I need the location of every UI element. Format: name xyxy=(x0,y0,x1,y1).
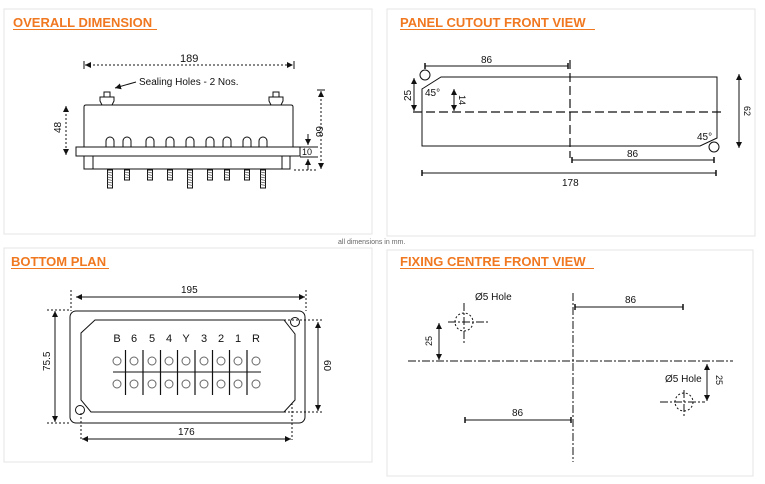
terminal-bump xyxy=(222,136,232,147)
panel-cutout xyxy=(386,8,756,237)
dim-total-width: 178 xyxy=(562,178,579,189)
terminal-bump xyxy=(145,136,155,147)
dim-height: 62 xyxy=(742,106,752,116)
terminal-bump xyxy=(205,136,215,147)
terminal-bumps xyxy=(105,136,268,147)
terminal-hole xyxy=(199,379,209,389)
terminal-screw xyxy=(124,169,130,181)
base-plate xyxy=(83,155,291,170)
dim-chamfer: 14 xyxy=(457,95,467,105)
section-title: BOTTOM PLAN xyxy=(11,254,106,269)
terminal-hole xyxy=(233,379,243,389)
terminal-hole xyxy=(216,356,226,366)
fixing-hole xyxy=(290,317,300,327)
terminal-bump xyxy=(165,136,175,147)
terminal-bump xyxy=(185,136,195,147)
sealing-arrow xyxy=(114,81,137,90)
terminal-screws xyxy=(107,169,266,189)
dim-height-total: 66 xyxy=(313,126,324,138)
terminal-label: 1 xyxy=(235,333,241,345)
dim-width: 195 xyxy=(181,285,198,296)
terminal-screw xyxy=(147,169,153,181)
terminal-hole xyxy=(233,356,243,366)
panel-cutout-view: PANEL CUTOUT FRONT VIEW 86 25 14 45° 45°… xyxy=(400,15,752,189)
terminal-label: 4 xyxy=(166,333,172,345)
outer-flange xyxy=(69,310,306,424)
panel-bottom-plan xyxy=(3,247,373,463)
terminal-screw xyxy=(187,169,193,189)
terminal-screw xyxy=(107,169,113,189)
relay-body xyxy=(83,104,294,147)
angle-left: 45° xyxy=(425,88,440,99)
dim-inner-width: 176 xyxy=(178,427,195,438)
hole-marker xyxy=(660,390,705,418)
terminal-screw xyxy=(260,169,266,189)
dim-height: 75.5 xyxy=(42,351,53,371)
terminal-hole xyxy=(216,379,226,389)
angle-right: 45° xyxy=(697,132,712,143)
fixing-centre-view: FIXING CENTRE FRONT VIEW Ø5 Hole Ø5 Hole… xyxy=(400,254,733,462)
terminal-label: R xyxy=(252,333,260,345)
section-title: FIXING CENTRE FRONT VIEW xyxy=(400,254,586,269)
terminal-bump xyxy=(258,136,268,147)
terminal-hole xyxy=(147,379,157,389)
dim-height-body: 48 xyxy=(53,121,64,133)
fixing-hole xyxy=(75,405,85,415)
dim-vert-right: 25 xyxy=(714,375,724,385)
terminal-label: B xyxy=(113,333,120,345)
fixing-hole-marker xyxy=(419,69,431,81)
terminal-hole xyxy=(251,379,261,389)
dim-inner-height: 60 xyxy=(321,360,332,372)
terminal-label: 6 xyxy=(131,333,137,345)
terminal-hole xyxy=(164,379,174,389)
cutout-outline xyxy=(421,76,718,147)
dim-top-offset: 86 xyxy=(481,55,493,66)
panel-fixing-centre xyxy=(386,249,754,477)
terminal-hole xyxy=(112,356,122,366)
dim-width: 189 xyxy=(180,53,198,65)
units-caption: all dimensions in mm. xyxy=(338,239,405,246)
fixing-hole-marker xyxy=(708,141,720,153)
terminal-hole xyxy=(129,379,139,389)
terminal-label: Y xyxy=(182,333,190,345)
hole-label: Ø5 Hole xyxy=(665,374,702,385)
terminal-label: 2 xyxy=(218,333,224,345)
terminal-screw xyxy=(244,169,250,181)
sealing-label: Sealing Holes - 2 Nos. xyxy=(139,77,239,88)
section-title: OVERALL DIMENSION xyxy=(13,15,152,30)
terminal-hole xyxy=(251,356,261,366)
dim-offset-bottom: 86 xyxy=(512,408,524,419)
dim-half-height: 25 xyxy=(403,89,414,101)
dim-offset-top: 86 xyxy=(625,295,637,306)
dim-flange: 10 xyxy=(302,147,312,157)
terminal-label: 5 xyxy=(149,333,155,345)
terminal-hole xyxy=(129,356,139,366)
terminal-screw xyxy=(207,169,213,181)
terminal-hole xyxy=(147,356,157,366)
overall-dimension-view: OVERALL DIMENSION 189 Sealing Holes - 2 … xyxy=(13,15,325,189)
dim-vert-left: 25 xyxy=(424,336,434,346)
terminal-bump xyxy=(122,136,132,147)
terminal-bump xyxy=(105,136,115,147)
terminal-hole xyxy=(181,379,191,389)
hole-label: Ø5 Hole xyxy=(475,292,512,303)
terminal-hole xyxy=(181,356,191,366)
panel-overall-dimension xyxy=(3,8,373,235)
terminal-hole xyxy=(112,379,122,389)
hole-marker xyxy=(448,303,488,343)
terminal-hole xyxy=(199,356,209,366)
terminal-label: 3 xyxy=(201,333,207,345)
terminal-screw xyxy=(224,169,230,181)
section-title: PANEL CUTOUT FRONT VIEW xyxy=(400,15,586,30)
terminal-bump xyxy=(242,136,252,147)
terminal-hole xyxy=(164,356,174,366)
terminal-screw xyxy=(167,169,173,181)
dim-bottom-offset: 86 xyxy=(627,149,639,160)
